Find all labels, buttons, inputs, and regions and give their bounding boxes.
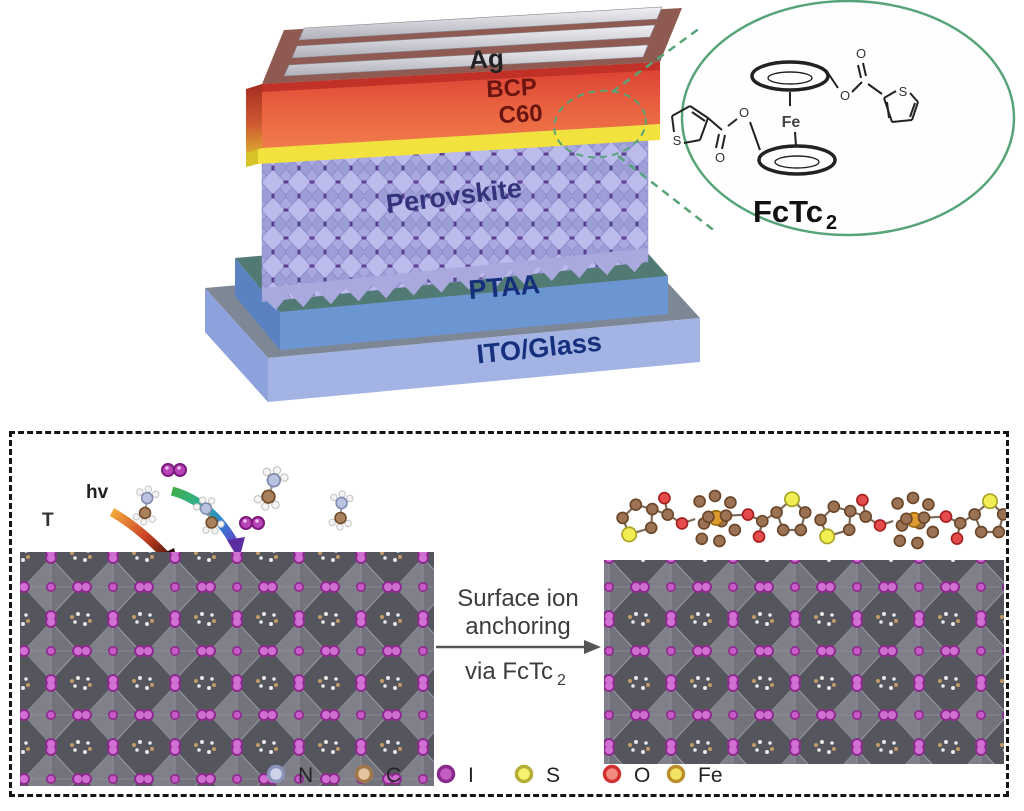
plate-front-top-edge bbox=[262, 62, 660, 92]
reaction-text-line1: Surface ion bbox=[457, 585, 578, 612]
hv-label: hv bbox=[86, 482, 109, 503]
anchored-fctc2-molecule bbox=[813, 491, 1010, 550]
ptaa-label: PTAA bbox=[467, 269, 541, 305]
plate-left-face bbox=[246, 84, 262, 153]
reaction-via-text: via FcTc bbox=[465, 658, 553, 685]
atom-legend: N C I S O Fe bbox=[266, 764, 723, 787]
perovskite-slab-before bbox=[20, 552, 434, 786]
perovskite-slab-after bbox=[604, 560, 1004, 764]
o-label: O bbox=[840, 88, 850, 103]
legend-label-c: C bbox=[386, 764, 401, 787]
reaction-arrow-head bbox=[584, 640, 601, 654]
zoom-connector-bottom bbox=[617, 155, 717, 233]
s-label: S bbox=[673, 133, 682, 148]
interlayer-front-face bbox=[258, 124, 660, 164]
legend-swatch-i bbox=[436, 764, 456, 784]
fe-label: Fe bbox=[782, 114, 801, 131]
legend-swatch-c bbox=[354, 764, 374, 784]
molecule-inset: Fe O O S bbox=[671, 0, 1016, 237]
i2-molecule bbox=[161, 463, 187, 477]
ma-cation bbox=[250, 461, 292, 516]
anchored-fctc2-molecule bbox=[615, 489, 812, 548]
top-electrode-plate bbox=[246, 6, 682, 153]
interlayer-left-face bbox=[246, 148, 258, 167]
legend-label-fe: Fe bbox=[698, 764, 723, 787]
reaction-via-subscript: 2 bbox=[557, 672, 566, 689]
s-label: S bbox=[899, 84, 908, 99]
ferrocene-skeleton bbox=[750, 60, 837, 176]
o-label: O bbox=[715, 150, 725, 165]
legend-label-n: N bbox=[298, 764, 313, 787]
t-label: T bbox=[42, 510, 54, 531]
legend-swatch-n bbox=[266, 764, 286, 784]
ma-cation bbox=[327, 489, 355, 532]
interlayer bbox=[246, 124, 660, 167]
device-diagram: Ag BCP C60 Perovskite PTAA ITO/Glass Fe bbox=[205, 0, 1016, 402]
ptaa-front-face bbox=[280, 276, 668, 350]
perovskite-bottom-teeth bbox=[262, 248, 649, 310]
left-ester-skeleton bbox=[671, 105, 761, 151]
ma-cation bbox=[131, 483, 161, 528]
i2-molecule bbox=[239, 516, 265, 530]
legend-swatch-s bbox=[514, 764, 534, 784]
fctc2-name: FcTc bbox=[753, 194, 823, 229]
zoom-connector-top bbox=[611, 26, 701, 94]
ito-front-face bbox=[268, 318, 700, 402]
mechanism-diagram: hv T Surface ion anchoring via FcTc 2 bbox=[20, 461, 1010, 787]
legend-swatch-fe bbox=[666, 764, 686, 784]
fctc2-name-subscript: 2 bbox=[826, 212, 837, 234]
o-label: O bbox=[856, 46, 866, 61]
zoom-highlight-ellipse bbox=[553, 89, 647, 159]
inset-circle bbox=[680, 0, 1016, 237]
ptaa-left-face bbox=[235, 258, 280, 350]
ag-finger-1 bbox=[283, 44, 649, 77]
ag-finger-2 bbox=[291, 24, 656, 59]
ag-label: Ag bbox=[468, 43, 504, 75]
mechanism-panel: hv T Surface ion anchoring via FcTc 2 bbox=[9, 431, 1010, 797]
o-label: O bbox=[739, 105, 749, 120]
bcp-label: BCP bbox=[486, 74, 538, 104]
legend-label-s: S bbox=[546, 764, 560, 787]
legend-swatch-o bbox=[602, 764, 622, 784]
legend-label-o: O bbox=[634, 764, 650, 787]
c60-label: C60 bbox=[498, 100, 543, 129]
ito-left-face bbox=[205, 288, 268, 402]
legend-label-i: I bbox=[468, 764, 474, 787]
ag-finger-3 bbox=[298, 6, 663, 41]
reaction-text-line2: anchoring bbox=[465, 613, 570, 640]
right-ester-skeleton bbox=[825, 62, 919, 123]
